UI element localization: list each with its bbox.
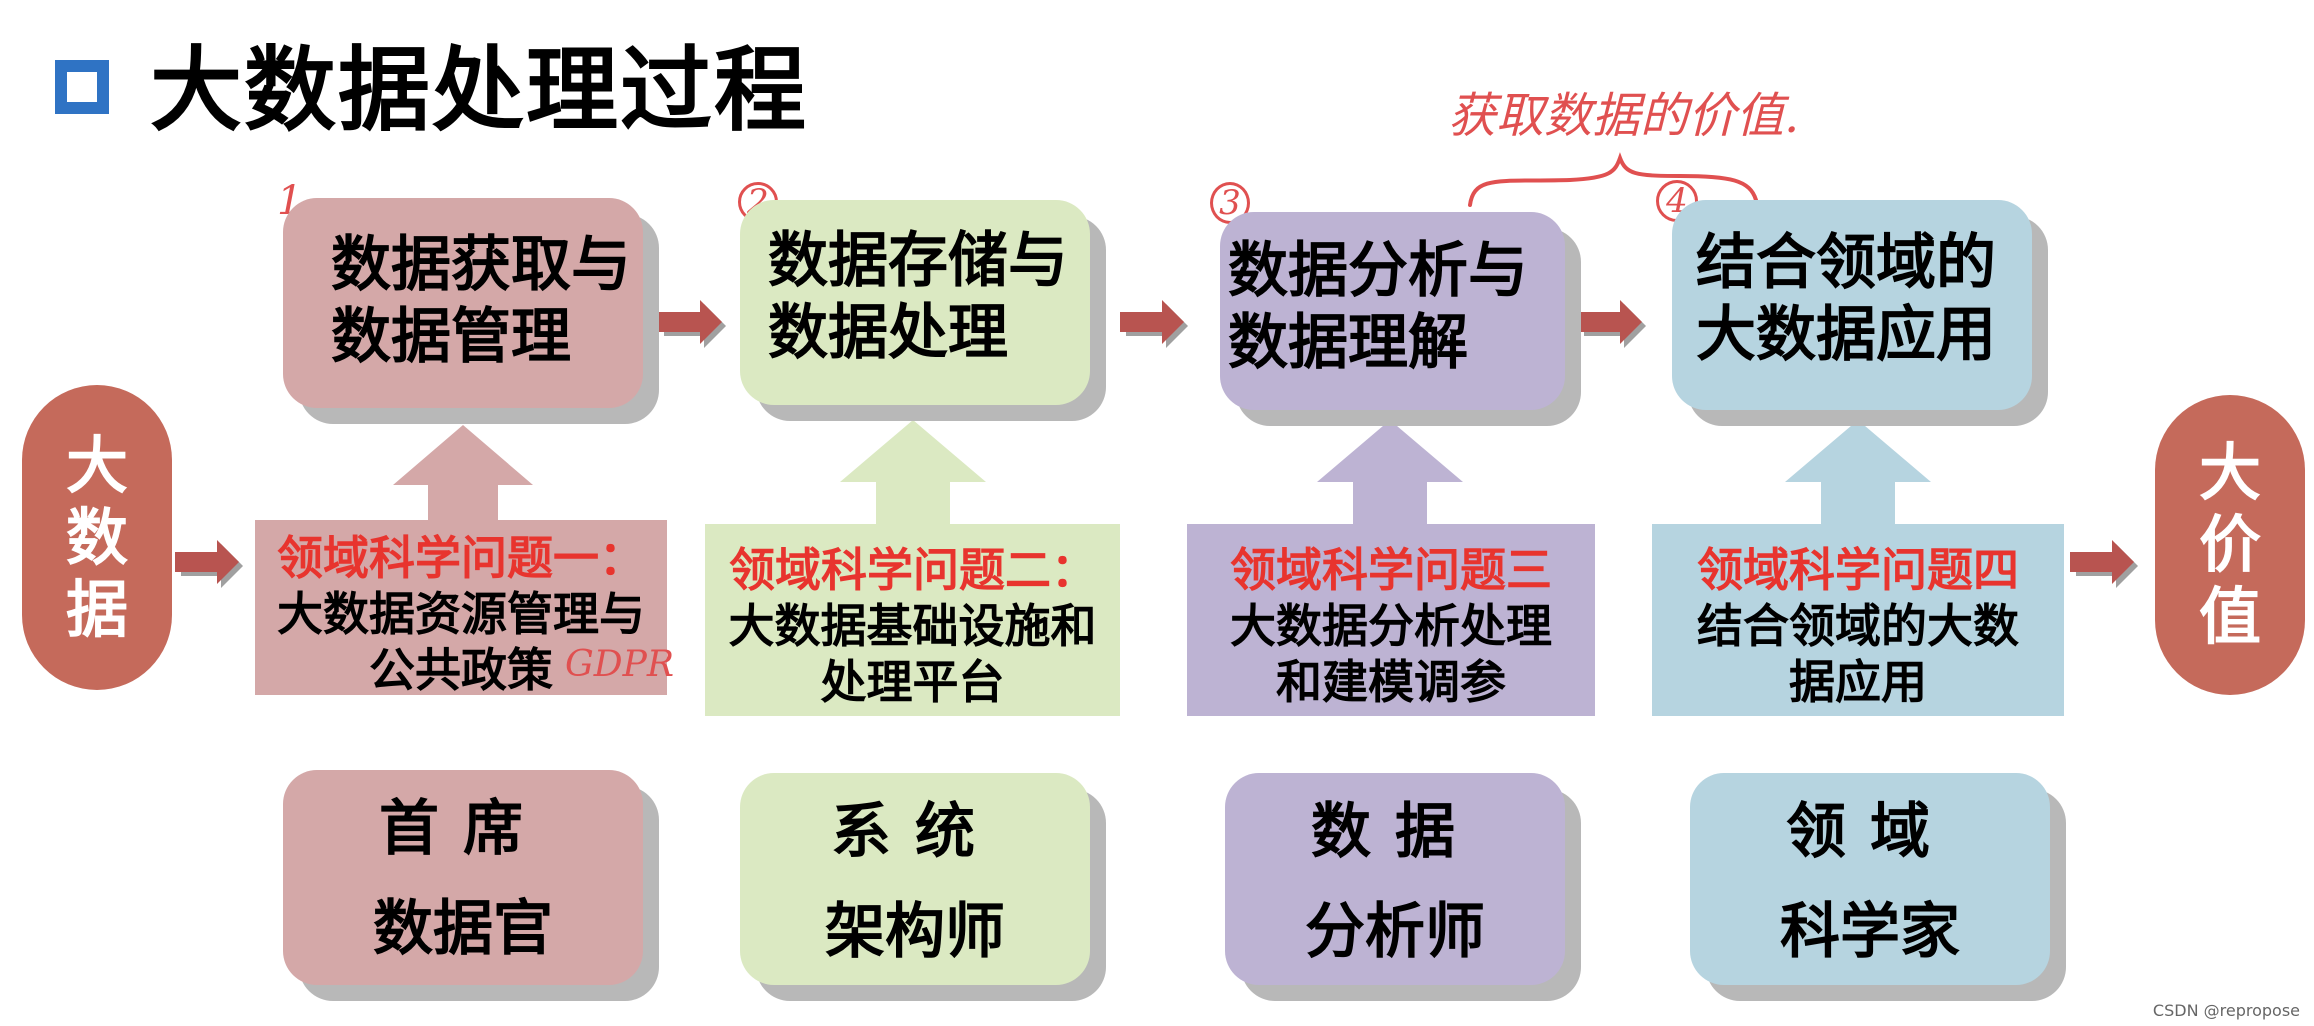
arrow-right-icon <box>658 300 726 348</box>
question-line2: 和建模调参 <box>1276 655 1506 709</box>
question-line2: 处理平台 <box>820 655 1005 709</box>
role-box-domain-scientist: 领域 科学家 <box>1690 773 2050 985</box>
arrow-right-icon <box>2070 540 2138 588</box>
role-line1: 领域 <box>1786 797 1954 867</box>
stage-line2: 大数据应用 <box>1696 300 1996 370</box>
role-line1: 系统 <box>831 797 999 867</box>
question-title: 领域科学问题三 <box>1230 543 1552 597</box>
role-box-data-analyst: 数据 分析师 <box>1225 773 1565 985</box>
left-pill-char: 据 <box>65 572 128 646</box>
role-box-chief-data-officer: 首席 数据官 <box>283 770 643 985</box>
stage-line2: 数据处理 <box>768 298 1008 368</box>
question-title: 领域科学问题二： <box>729 543 1097 597</box>
page-title: 大数据处理过程 <box>150 37 809 144</box>
stage-line1: 结合领域的 <box>1696 228 1996 298</box>
arrow-right-icon <box>1578 300 1646 348</box>
role-line2: 数据官 <box>373 894 553 964</box>
annotation-gdpr: GDPR <box>565 644 674 685</box>
big-data-pill: 大 数 据 <box>22 385 172 690</box>
stage-box-data-acquisition: 数据获取与 数据管理 <box>283 198 643 408</box>
right-pill-char: 值 <box>2198 580 2261 653</box>
question-line1: 大数据分析处理 <box>1230 599 1552 653</box>
stage-line2: 数据理解 <box>1228 308 1468 378</box>
role-line2: 分析师 <box>1305 897 1485 967</box>
role-line1: 首席 <box>379 794 547 864</box>
stage-box-data-storage: 数据存储与 数据处理 <box>740 200 1090 405</box>
stage-box-data-analysis: 数据分析与 数据理解 <box>1220 212 1565 410</box>
question-title: 领域科学问题四 <box>1697 543 2019 597</box>
stage-line2: 数据管理 <box>331 302 571 372</box>
arrow-right-icon <box>175 540 243 588</box>
question-panel-1: 领域科学问题一： 大数据资源管理与 公共政策 GDPR <box>255 520 674 697</box>
stage-line1: 数据获取与 <box>331 230 631 300</box>
stage-box-domain-application: 结合领域的 大数据应用 <box>1672 200 2032 410</box>
question-line2: 据应用 <box>1789 655 1927 709</box>
left-pill-char: 数 <box>65 500 128 574</box>
role-box-system-architect: 系统 架构师 <box>740 773 1090 985</box>
annotation-brace-icon <box>1468 152 1758 207</box>
stage-line1: 数据存储与 <box>768 226 1068 296</box>
right-pill-char: 大 <box>2198 436 2261 509</box>
stage-line1: 数据分析与 <box>1228 236 1528 306</box>
question-line1: 结合领域的大数 <box>1697 599 2019 653</box>
title-square-icon <box>55 60 109 114</box>
arrow-up-icon <box>1785 420 1931 525</box>
right-pill-char: 价 <box>2198 508 2261 581</box>
arrow-right-icon <box>1120 300 1188 348</box>
question-panel-4: 领域科学问题四 结合领域的大数 据应用 <box>1652 524 2064 716</box>
role-line2: 科学家 <box>1780 897 1960 967</box>
question-line2: 公共政策 <box>369 643 553 697</box>
big-value-pill: 大 价 值 <box>2155 395 2305 695</box>
question-panel-2: 领域科学问题二： 大数据基础设施和 处理平台 <box>705 524 1120 716</box>
question-line1: 大数据基础设施和 <box>728 599 1097 653</box>
annotation-value: 获取数据的价值. <box>1448 88 1800 144</box>
question-line1: 大数据资源管理与 <box>277 587 645 641</box>
arrow-up-icon <box>840 420 986 525</box>
question-title: 领域科学问题一： <box>277 531 645 585</box>
role-line1: 数据 <box>1311 797 1479 867</box>
question-panel-3: 领域科学问题三 大数据分析处理 和建模调参 <box>1187 524 1595 716</box>
watermark: CSDN @repropose <box>2152 1001 2300 1020</box>
left-pill-char: 大 <box>65 428 128 502</box>
arrow-up-icon <box>393 425 533 525</box>
role-line2: 架构师 <box>825 897 1005 967</box>
arrow-up-icon <box>1317 420 1463 525</box>
